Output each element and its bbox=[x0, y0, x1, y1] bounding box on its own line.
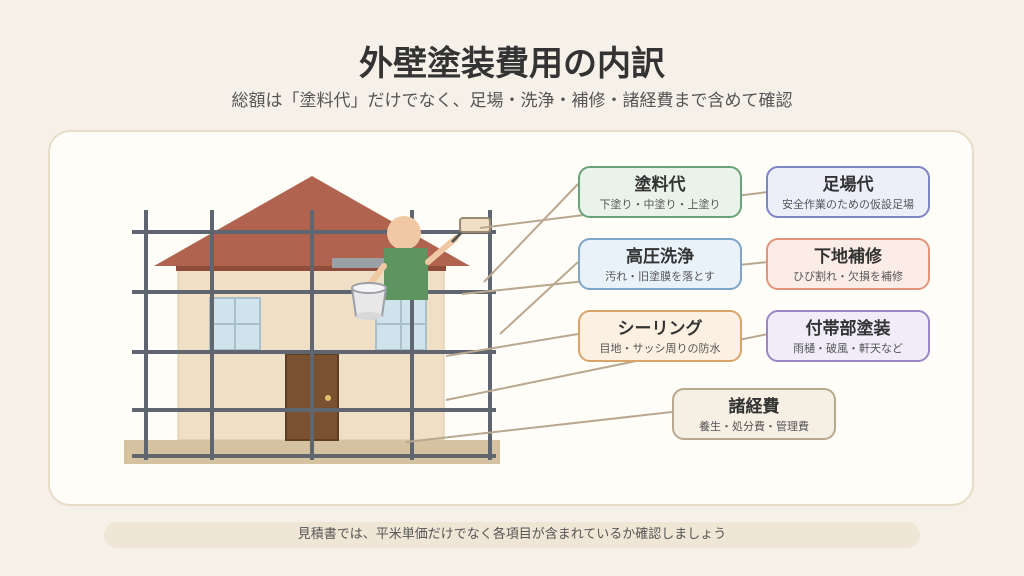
card-title: 塗料代 bbox=[634, 175, 686, 195]
card-title: 付帯部塗装 bbox=[805, 319, 891, 339]
footer-note: 見積書では、平米単価だけでなく各項目が含まれているか確認しましょう bbox=[104, 522, 920, 548]
card-desc: ひび割れ・欠損を補修 bbox=[793, 270, 903, 283]
card-desc: 雨樋・破風・軒天など bbox=[793, 342, 903, 355]
window-left bbox=[209, 297, 261, 351]
painter-worker bbox=[367, 216, 459, 300]
page-title: 外壁塗装費用の内訳 bbox=[359, 44, 665, 84]
card-sealing: シーリング 目地・サッシ周りの防水 bbox=[578, 310, 742, 362]
paint-roller bbox=[450, 217, 491, 244]
card-accessory-painting: 付帯部塗装 雨樋・破風・軒天など bbox=[766, 310, 930, 362]
card-title: 下地補修 bbox=[814, 247, 882, 267]
page-subtitle: 総額は「塗料代」だけでなく、足場・洗浄・補修・諸経費まで含めて確認 bbox=[231, 91, 793, 111]
card-overhead-cost: 諸経費 養生・処分費・管理費 bbox=[672, 388, 836, 440]
card-paint-cost: 塗料代 下塗り・中塗り・上塗り bbox=[578, 166, 742, 218]
card-title: 高圧洗浄 bbox=[626, 247, 694, 267]
scaffold bbox=[132, 210, 496, 460]
paint-bucket bbox=[350, 282, 388, 320]
card-desc: 汚れ・旧塗膜を落とす bbox=[605, 270, 715, 283]
card-title: 足場代 bbox=[822, 175, 874, 195]
card-desc: 下塗り・中塗り・上塗り bbox=[599, 198, 721, 211]
card-desc: 安全作業のための仮設足場 bbox=[782, 198, 914, 211]
gutter bbox=[332, 258, 404, 268]
card-substrate-repair: 下地補修 ひび割れ・欠損を補修 bbox=[766, 238, 930, 290]
card-desc: 目地・サッシ周りの防水 bbox=[599, 342, 721, 355]
card-title: 諸経費 bbox=[728, 397, 780, 417]
card-pressure-washing: 高圧洗浄 汚れ・旧塗膜を落とす bbox=[578, 238, 742, 290]
card-scaffold-cost: 足場代 安全作業のための仮設足場 bbox=[766, 166, 930, 218]
card-desc: 養生・処分費・管理費 bbox=[699, 420, 809, 433]
card-title: シーリング bbox=[617, 319, 703, 339]
